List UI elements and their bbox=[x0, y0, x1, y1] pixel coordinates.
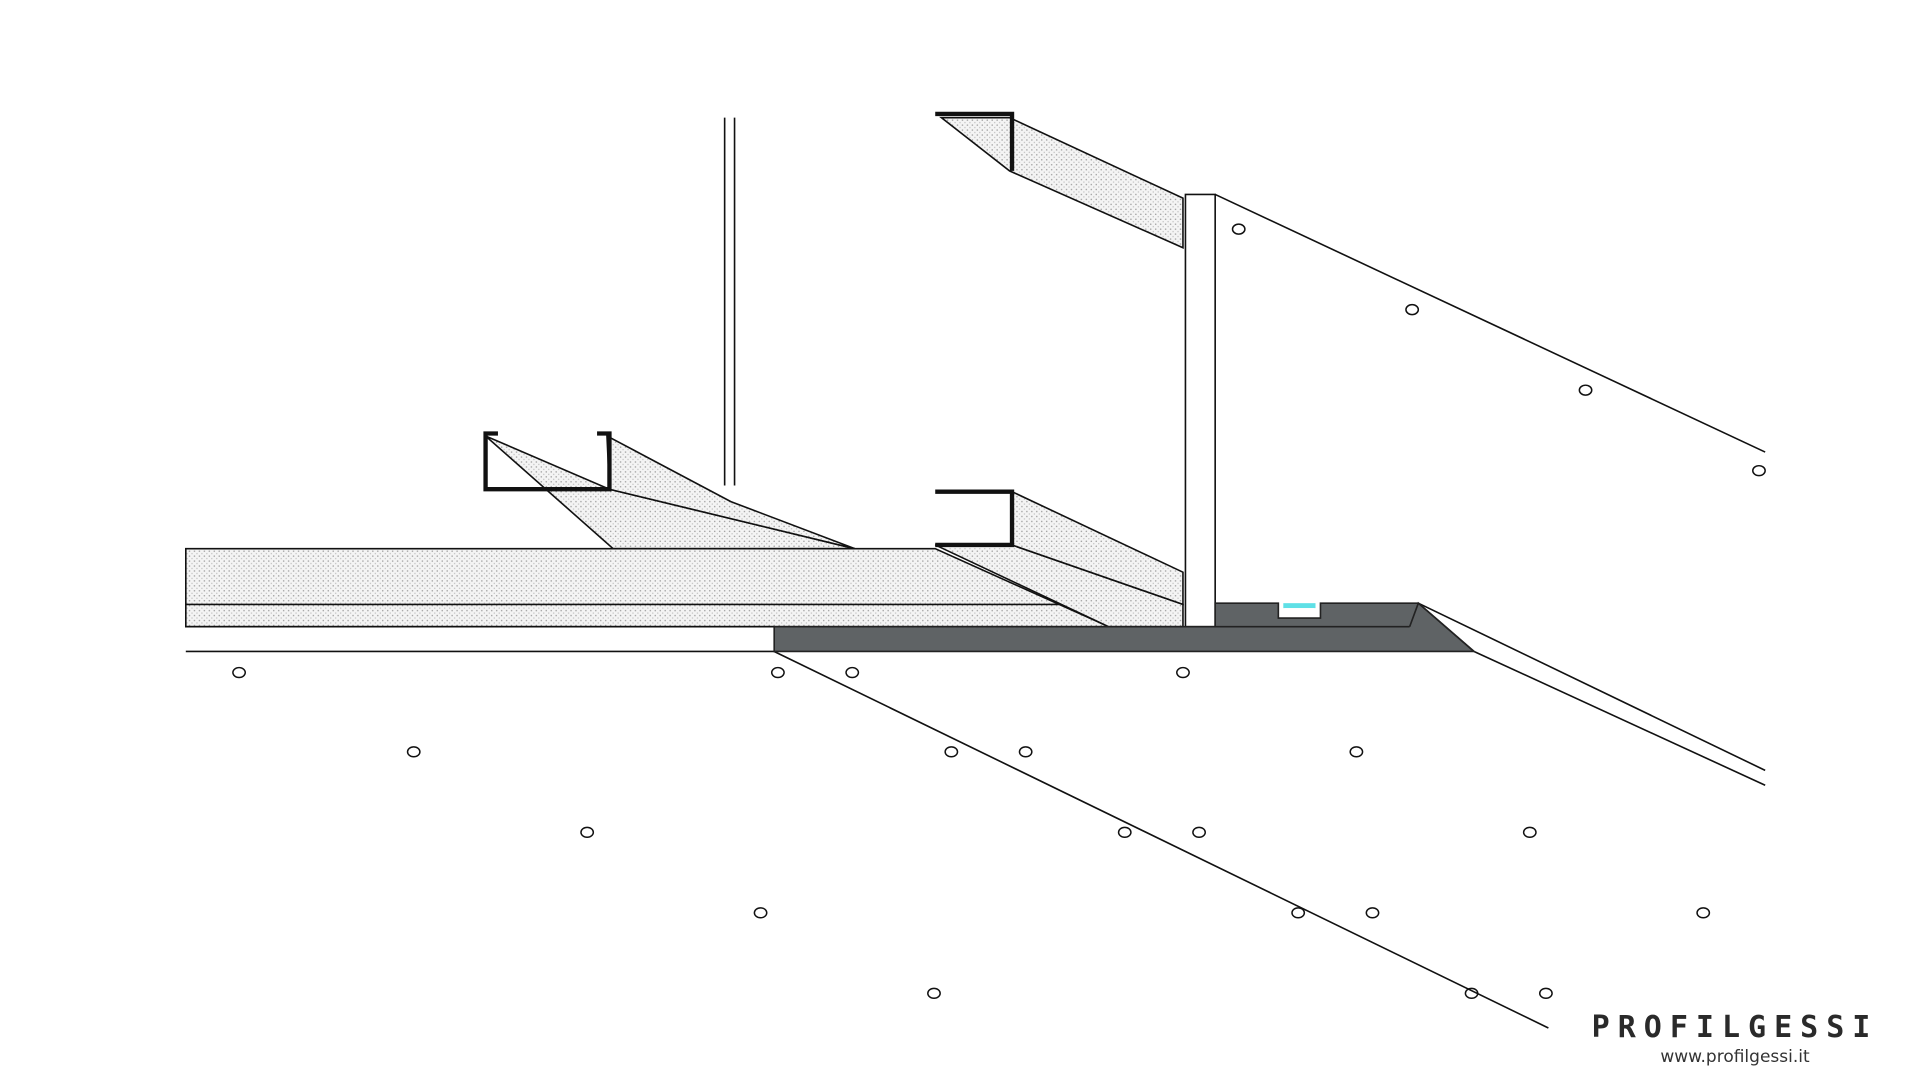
brand-logo: PROFILGESSI www.profilgessi.it bbox=[1550, 1010, 1920, 1067]
screw-hole bbox=[770, 666, 785, 679]
left-c-channel bbox=[483, 431, 855, 550]
screw-hole bbox=[1176, 666, 1190, 679]
screw-hole bbox=[1018, 746, 1033, 758]
led-profile bbox=[773, 601, 1477, 653]
screw-hole bbox=[406, 746, 421, 758]
plasterboard-slab bbox=[185, 547, 1109, 653]
screw-hole bbox=[1365, 907, 1380, 919]
screw-hole bbox=[1231, 223, 1246, 235]
screw-hole bbox=[1405, 303, 1420, 316]
screw-holes bbox=[232, 223, 1766, 999]
screw-hole bbox=[1578, 384, 1593, 396]
top-c-channel bbox=[935, 111, 1184, 249]
screw-hole bbox=[753, 907, 768, 919]
brand-name: PROFILGESSI bbox=[1591, 1010, 1879, 1045]
screw-hole bbox=[1538, 987, 1553, 999]
screw-hole bbox=[845, 666, 860, 679]
screw-hole bbox=[1349, 746, 1364, 758]
screw-hole bbox=[1752, 464, 1766, 477]
screw-hole bbox=[580, 826, 595, 838]
screw-hole bbox=[1291, 907, 1306, 919]
right-ceiling-edges bbox=[773, 193, 1766, 1029]
screw-hole bbox=[1464, 987, 1479, 999]
hanger-rod bbox=[723, 117, 736, 486]
screw-hole bbox=[1696, 907, 1711, 919]
screw-hole bbox=[1522, 826, 1537, 838]
middle-c-channel bbox=[934, 489, 1184, 628]
screw-hole bbox=[944, 746, 959, 758]
brand-url: www.profilgessi.it bbox=[1660, 1047, 1810, 1067]
screw-hole bbox=[1117, 826, 1132, 838]
screw-hole bbox=[927, 987, 941, 999]
vertical-board bbox=[1184, 193, 1216, 628]
screw-hole bbox=[1192, 826, 1207, 838]
led-strip bbox=[1283, 603, 1316, 609]
screw-hole bbox=[232, 666, 247, 679]
